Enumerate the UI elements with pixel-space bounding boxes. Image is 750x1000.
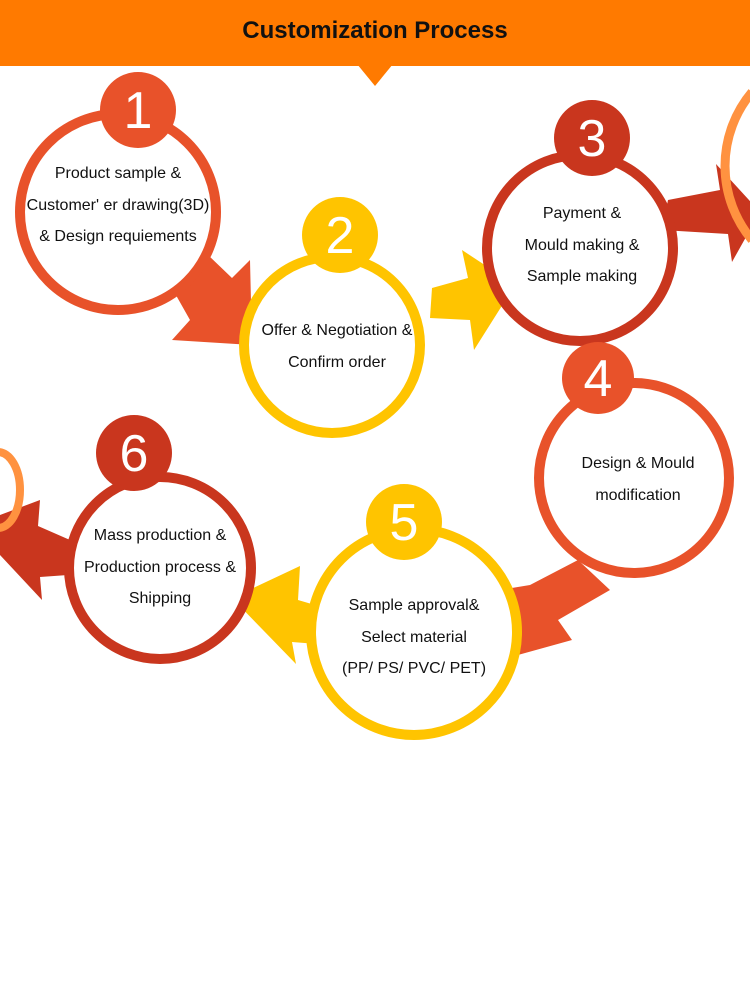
step-2-line: Confirm order [288,353,386,371]
step-6-badge [96,415,172,491]
step-3-text: Payment & Mould making & Sample making [477,198,687,293]
step-3-line: Mould making & [524,236,640,254]
step-4-text: Design & Mould modification [533,448,743,511]
step-6-number: 6 [120,425,149,483]
step-2-text: Offer & Negotiation & Confirm order [232,315,442,378]
step-1-number: 1 [124,82,153,140]
step-1-line: & Design requiements [39,228,197,245]
step-1-line: Customer' er drawing(3D) [26,196,210,214]
step-3-line: Sample making [526,268,638,285]
step-4-number: 4 [584,350,613,408]
step-2-badge [302,197,378,273]
step-2-number: 2 [326,207,355,265]
step-5-number: 5 [390,494,419,552]
step-6-line: Mass production & [93,527,227,544]
step-1-badge [100,72,176,148]
partial-circle-left [0,448,24,532]
step-6-line: Shipping [128,590,192,607]
step-6-line: Production process & [83,558,237,576]
header-notch [357,64,393,86]
step-1-line: Product sample & [54,165,182,182]
step-5-badge [366,484,442,560]
arrow-4-to-5 [500,560,610,660]
step-2-line: Offer & Negotiation & [261,322,413,339]
step-3-number: 3 [578,110,607,168]
step-6-text: Mass production & Production process & Shi… [55,520,265,615]
page-title: Customization Process [242,17,508,44]
header-bar [0,0,750,66]
step-4-line: modification [595,486,681,504]
arrow-6-to-prev [0,500,70,600]
step-3-badge [554,100,630,176]
step-4-badge [562,342,634,414]
step-4-circle [534,378,734,578]
step-5-text: Sample approval&Select material (PP/ PS/ … [309,590,519,685]
step-4-line: Design & Mould [581,455,695,472]
step-5-line: (PP/ PS/ PVC/ PET) [341,660,487,677]
step-5-line: Sample approval& [348,597,480,614]
step-1-text: Product sample & Customer' er drawing(3D)… [13,158,223,253]
partial-circle-right [720,89,750,243]
step-3-line: Payment & [542,205,622,222]
step-5-line: Select material [361,628,467,646]
